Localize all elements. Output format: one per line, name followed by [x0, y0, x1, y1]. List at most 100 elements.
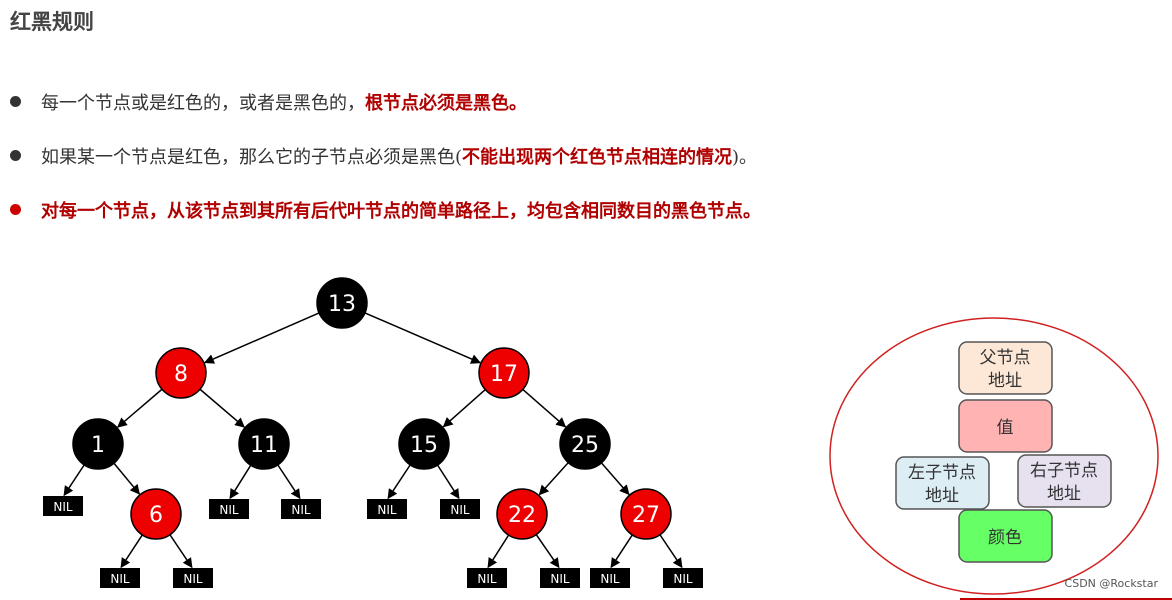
nil-leaf: NIL	[590, 568, 630, 588]
left-child-address-box	[895, 456, 990, 510]
tree-node-circle	[478, 347, 530, 399]
tree-edge	[277, 464, 301, 500]
nil-box	[467, 568, 507, 588]
tree-node-circle	[398, 418, 450, 470]
tree-edge	[522, 388, 567, 428]
tree-edge	[229, 464, 252, 500]
nil-box	[100, 568, 140, 588]
nil-box	[43, 496, 83, 516]
tree-edge	[169, 534, 193, 569]
rule-2-emphasis: 不能出现两个红色节点相连的情况	[462, 147, 733, 168]
nil-box	[663, 568, 703, 588]
node-structure-legend: 父节点 地址 值 左子节点 地址 右子节点 地址 颜色	[829, 317, 1159, 595]
tree-node-6: 6	[130, 488, 182, 540]
nil-leaf: NIL	[467, 568, 507, 588]
left-child-line-2: 地址	[925, 486, 959, 506]
tree-node-22: 22	[496, 488, 548, 540]
nil-leaf: NIL	[173, 568, 213, 588]
nil-label: NIL	[219, 503, 239, 517]
color-box	[958, 509, 1053, 563]
tree-edge	[535, 534, 560, 569]
nil-leaf: NIL	[281, 499, 321, 519]
tree-node-circle	[316, 277, 368, 329]
nil-label: NIL	[291, 503, 311, 517]
left-child-line-1: 左子节点	[908, 463, 976, 483]
tree-node-25: 25	[559, 418, 611, 470]
tree-edge	[600, 462, 630, 496]
rule-2-text: 如果某一个节点是红色，那么它的子节点必须是黑色(	[41, 147, 463, 168]
tree-edge	[436, 464, 460, 500]
nil-label: NIL	[377, 503, 397, 517]
right-child-line-1: 右子节点	[1030, 461, 1098, 481]
tree-node-label: 25	[571, 433, 599, 458]
tree-node-label: 27	[632, 503, 660, 528]
tree-edge	[442, 389, 486, 428]
nil-box	[590, 568, 630, 588]
rule-3: 对每一个节点，从该节点到其所有后代叶节点的简单路径上，均包含相同数目的黑色节点。	[10, 200, 761, 224]
tree-node-circle	[130, 488, 182, 540]
tree-node-15: 15	[398, 418, 450, 470]
tree-node-label: 8	[174, 362, 188, 387]
tree-node-label: 11	[250, 433, 278, 458]
tree-edge	[203, 312, 320, 364]
value-label: 值	[997, 418, 1014, 438]
tree-node-11: 11	[238, 418, 290, 470]
nil-leaf: NIL	[440, 499, 480, 519]
tree-edge	[199, 388, 246, 428]
tree-node-27: 27	[620, 488, 672, 540]
nil-leaf: NIL	[367, 499, 407, 519]
tree-edge	[120, 534, 143, 569]
tree-node-label: 15	[410, 433, 438, 458]
tree-edge	[659, 534, 683, 569]
nil-leaf: NIL	[43, 496, 83, 516]
tree-node-label: 22	[508, 503, 536, 528]
bullet-icon	[10, 96, 21, 107]
rule-1-emphasis: 根节点必须是黑色。	[365, 93, 527, 114]
tree-edge	[116, 388, 163, 428]
tree-edge	[538, 462, 569, 496]
nil-label: NIL	[600, 572, 620, 586]
nil-leaf: NIL	[209, 499, 249, 519]
nil-box	[173, 568, 213, 588]
rule-2: 如果某一个节点是红色，那么它的子节点必须是黑色(不能出现两个红色节点相连的情况)…	[10, 146, 757, 170]
tree-node-circle	[155, 347, 207, 399]
tree-edges	[63, 312, 683, 569]
tree-edge	[364, 312, 482, 364]
value-box	[958, 399, 1053, 453]
nil-box	[440, 499, 480, 519]
tree-node-circle	[559, 418, 611, 470]
tree-edge	[63, 464, 85, 497]
tree-node-circle	[72, 418, 124, 470]
nil-leaf: NIL	[663, 568, 703, 588]
parent-address-line-2: 地址	[988, 371, 1022, 391]
parent-address-line-1: 父节点	[980, 348, 1031, 368]
nil-label: NIL	[53, 500, 73, 514]
tree-edge	[113, 462, 141, 495]
nil-leaf: NIL	[100, 568, 140, 588]
tree-edge	[610, 534, 633, 569]
nil-label: NIL	[550, 572, 570, 586]
nil-box	[540, 568, 580, 588]
right-child-line-2: 地址	[1047, 484, 1081, 504]
nil-label: NIL	[673, 572, 693, 586]
right-child-address-box	[1017, 454, 1112, 508]
tree-edge	[487, 534, 510, 569]
watermark: CSDN @Rockstar	[1064, 577, 1158, 590]
tree-node-label: 1	[91, 433, 105, 458]
tree-edge	[387, 464, 411, 500]
nil-box	[209, 499, 249, 519]
tree-node-circle	[620, 488, 672, 540]
footer-divider	[960, 598, 1172, 600]
tree-node-circle	[496, 488, 548, 540]
rule-2-tail: )。	[732, 147, 758, 168]
tree-node-label: 6	[149, 503, 163, 528]
tree-node-13: 13	[316, 277, 368, 329]
tree-node-1: 1	[72, 418, 124, 470]
color-label: 颜色	[988, 528, 1022, 548]
nil-label: NIL	[450, 503, 470, 517]
legend-ellipse	[829, 317, 1159, 595]
nil-label: NIL	[183, 572, 203, 586]
nil-leaf: NIL	[540, 568, 580, 588]
